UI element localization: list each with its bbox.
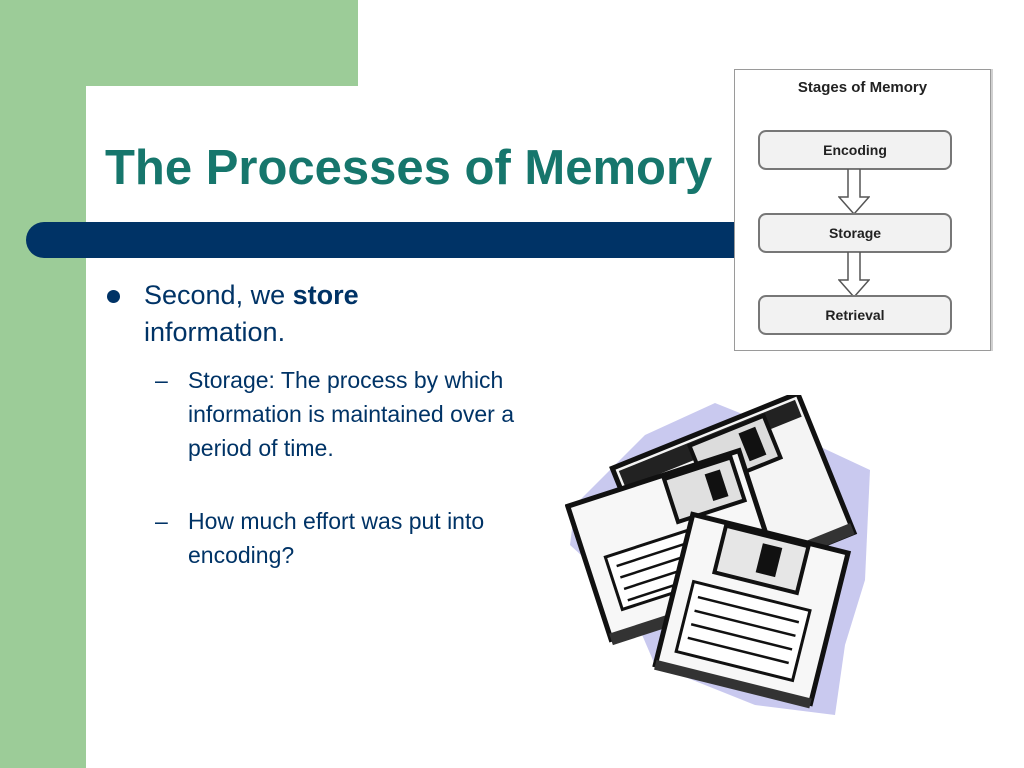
floppy-disks-icon	[565, 395, 870, 715]
sidebar-accent	[0, 0, 86, 768]
stages-of-memory-diagram: Stages of Memory Encoding Storage Retrie…	[734, 69, 991, 351]
down-arrow-icon	[838, 252, 870, 298]
main-bullet: Second, we store information.	[107, 277, 447, 351]
top-accent	[0, 0, 358, 86]
diagram-title: Stages of Memory	[797, 79, 928, 96]
sub-bullet-text: Storage: The process by which informatio…	[188, 367, 514, 461]
stage-encoding: Encoding	[758, 130, 952, 170]
dash-icon: –	[155, 508, 168, 534]
sub-bullet: – How much effort was put into encoding?	[155, 504, 515, 572]
main-bullet-suffix: information.	[144, 317, 286, 347]
title-divider-bar	[26, 222, 786, 258]
main-bullet-text: Second, we store information.	[144, 277, 447, 351]
main-bullet-prefix: Second, we	[144, 280, 293, 310]
stage-storage: Storage	[758, 213, 952, 253]
stage-retrieval: Retrieval	[758, 295, 952, 335]
main-bullet-bold: store	[292, 280, 359, 310]
sub-bullet-text: How much effort was put into encoding?	[188, 508, 485, 568]
bullet-dot-icon	[107, 290, 120, 303]
slide-title: The Processes of Memory	[105, 141, 713, 195]
down-arrow-icon	[838, 169, 870, 215]
dash-icon: –	[155, 367, 168, 393]
sub-bullet: – Storage: The process by which informat…	[155, 363, 515, 465]
